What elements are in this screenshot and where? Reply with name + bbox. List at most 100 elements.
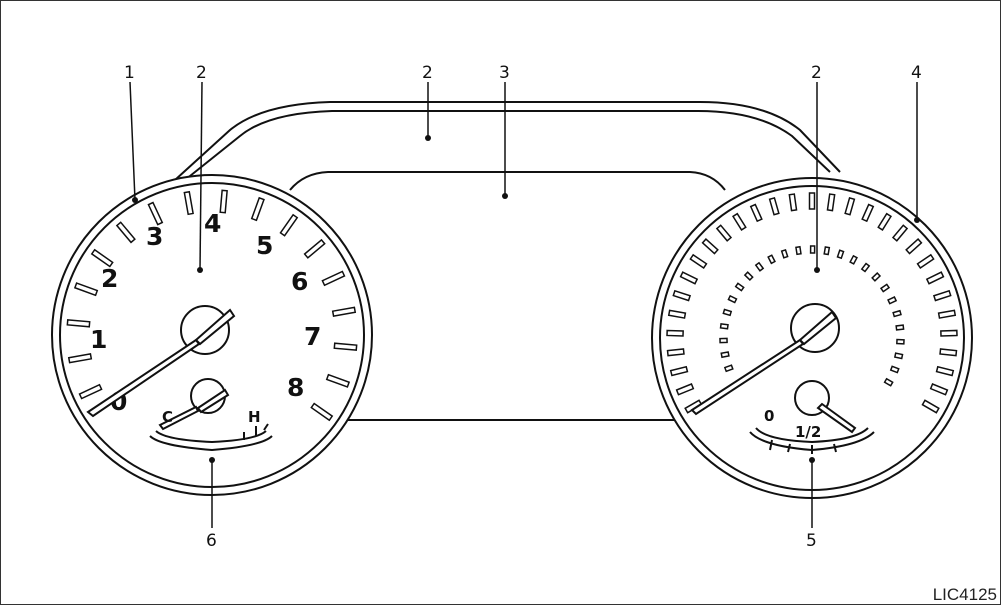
tach-tick [66,319,91,328]
speedo-inner-tick [734,282,745,292]
speedo-tick [732,212,747,231]
speedo-inner-tick [893,352,904,360]
speedo-tick [916,253,935,269]
tach-label-1: 1 [90,325,107,354]
speedo-inner-tick [849,254,858,265]
speedo-inner-tick [883,377,894,387]
callout-4: 4 [911,63,922,83]
tachometer: 0 1 2 3 4 5 6 7 8 C H [51,174,373,496]
speedo-tick [715,224,733,242]
callout-1-leader [129,81,136,201]
callout-3: 3 [499,63,510,83]
speedo-tick [940,329,958,337]
tach-tick [73,282,99,297]
speedo-tick [861,203,875,223]
speedo-inner-tick [767,254,776,265]
speedo-inner-tick [895,324,905,331]
tach-tick [90,248,114,268]
speedo-tick [939,348,958,357]
speedo-tick [932,289,952,302]
cluster-housing-outer [174,101,841,181]
speedo-tick [921,399,940,414]
callout-2-tach: 2 [196,63,207,83]
callout-2-housing: 2 [422,63,433,83]
fuel-empty-label: 0 [764,407,774,425]
fuel-half-label: 1/2 [795,423,821,441]
speedo-inner-tick [795,245,802,256]
speedo-tick [891,224,909,242]
speedo-inner-tick [889,365,900,374]
tach-tick [219,189,228,214]
tach-label-2: 2 [101,264,118,293]
tach-label-7: 7 [304,322,321,351]
tach-tick [303,238,326,259]
tach-label-3: 3 [146,222,163,251]
tach-label-8: 8 [287,373,304,402]
cluster-housing-inner [184,110,831,181]
figure-code: LIC4125 [932,585,997,604]
tach-tick [279,213,299,237]
speedo-tick [666,348,685,357]
speedo-tick [929,383,949,396]
speedo-tick [905,238,923,255]
speedo-tick [925,271,945,285]
speedo-inner-tick [722,308,733,317]
tach-tick [331,306,357,317]
tach-label-5: 5 [256,231,273,260]
temperature-hot-label: H [248,408,261,426]
speedo-tick [669,365,689,377]
callout-2a-leader [199,81,203,271]
tach-tick [78,383,103,400]
speedo-tick [749,203,763,223]
callout-1: 1 [124,63,135,83]
speedo-inner-tick [879,283,891,293]
speedo-tick [701,238,719,255]
tach-tick [147,201,164,226]
tach-tick [321,270,346,287]
tach-tick [115,221,136,244]
speedo-inner-tick [727,294,738,304]
temperature-gauge: C H [149,378,273,452]
speedometer: 0 1/2 [651,177,973,499]
speedo-tick [679,271,699,285]
speedo-tick [844,197,856,216]
speedo-tick [675,383,695,396]
tach-tick [183,190,194,216]
speedo-inner-tick [809,245,816,254]
callout-5: 5 [806,531,817,551]
speedo-inner-tick [823,246,831,256]
speedo-tick [768,197,780,216]
speedo-inner-tick [723,364,734,373]
speedo-tick [689,253,708,269]
fuel-gauge: 0 1/2 [749,380,875,454]
temperature-cold-label: C [162,408,173,426]
tach-label-6: 6 [291,267,308,296]
speedo-tick [808,192,816,210]
speedo-tick [937,309,957,319]
speedo-tick [877,212,892,231]
speedo-tick [826,193,836,212]
speedo-inner-tick [743,271,754,282]
center-display [289,171,726,421]
speedo-inner-tick [860,262,871,273]
speedo-tick [935,365,955,377]
speedo-inner-tick [754,261,765,272]
speedo-inner-tick [892,309,902,318]
tach-tick [325,373,351,388]
callout-2-speedo: 2 [811,63,822,83]
callout-6: 6 [206,531,217,551]
speedo-inner-tick [719,337,728,344]
speedo-inner-tick [887,296,898,305]
speedo-tick [788,193,798,212]
tach-tick [333,342,358,351]
tach-tick [67,353,93,364]
speedo-inner-tick [896,338,905,345]
tach-label-4: 4 [204,209,221,238]
speedo-inner-tick [720,351,730,359]
speedo-inner-tick [836,249,845,260]
tach-tick [310,402,334,422]
speedo-inner-tick [871,272,882,282]
speedo-tick [672,289,692,302]
